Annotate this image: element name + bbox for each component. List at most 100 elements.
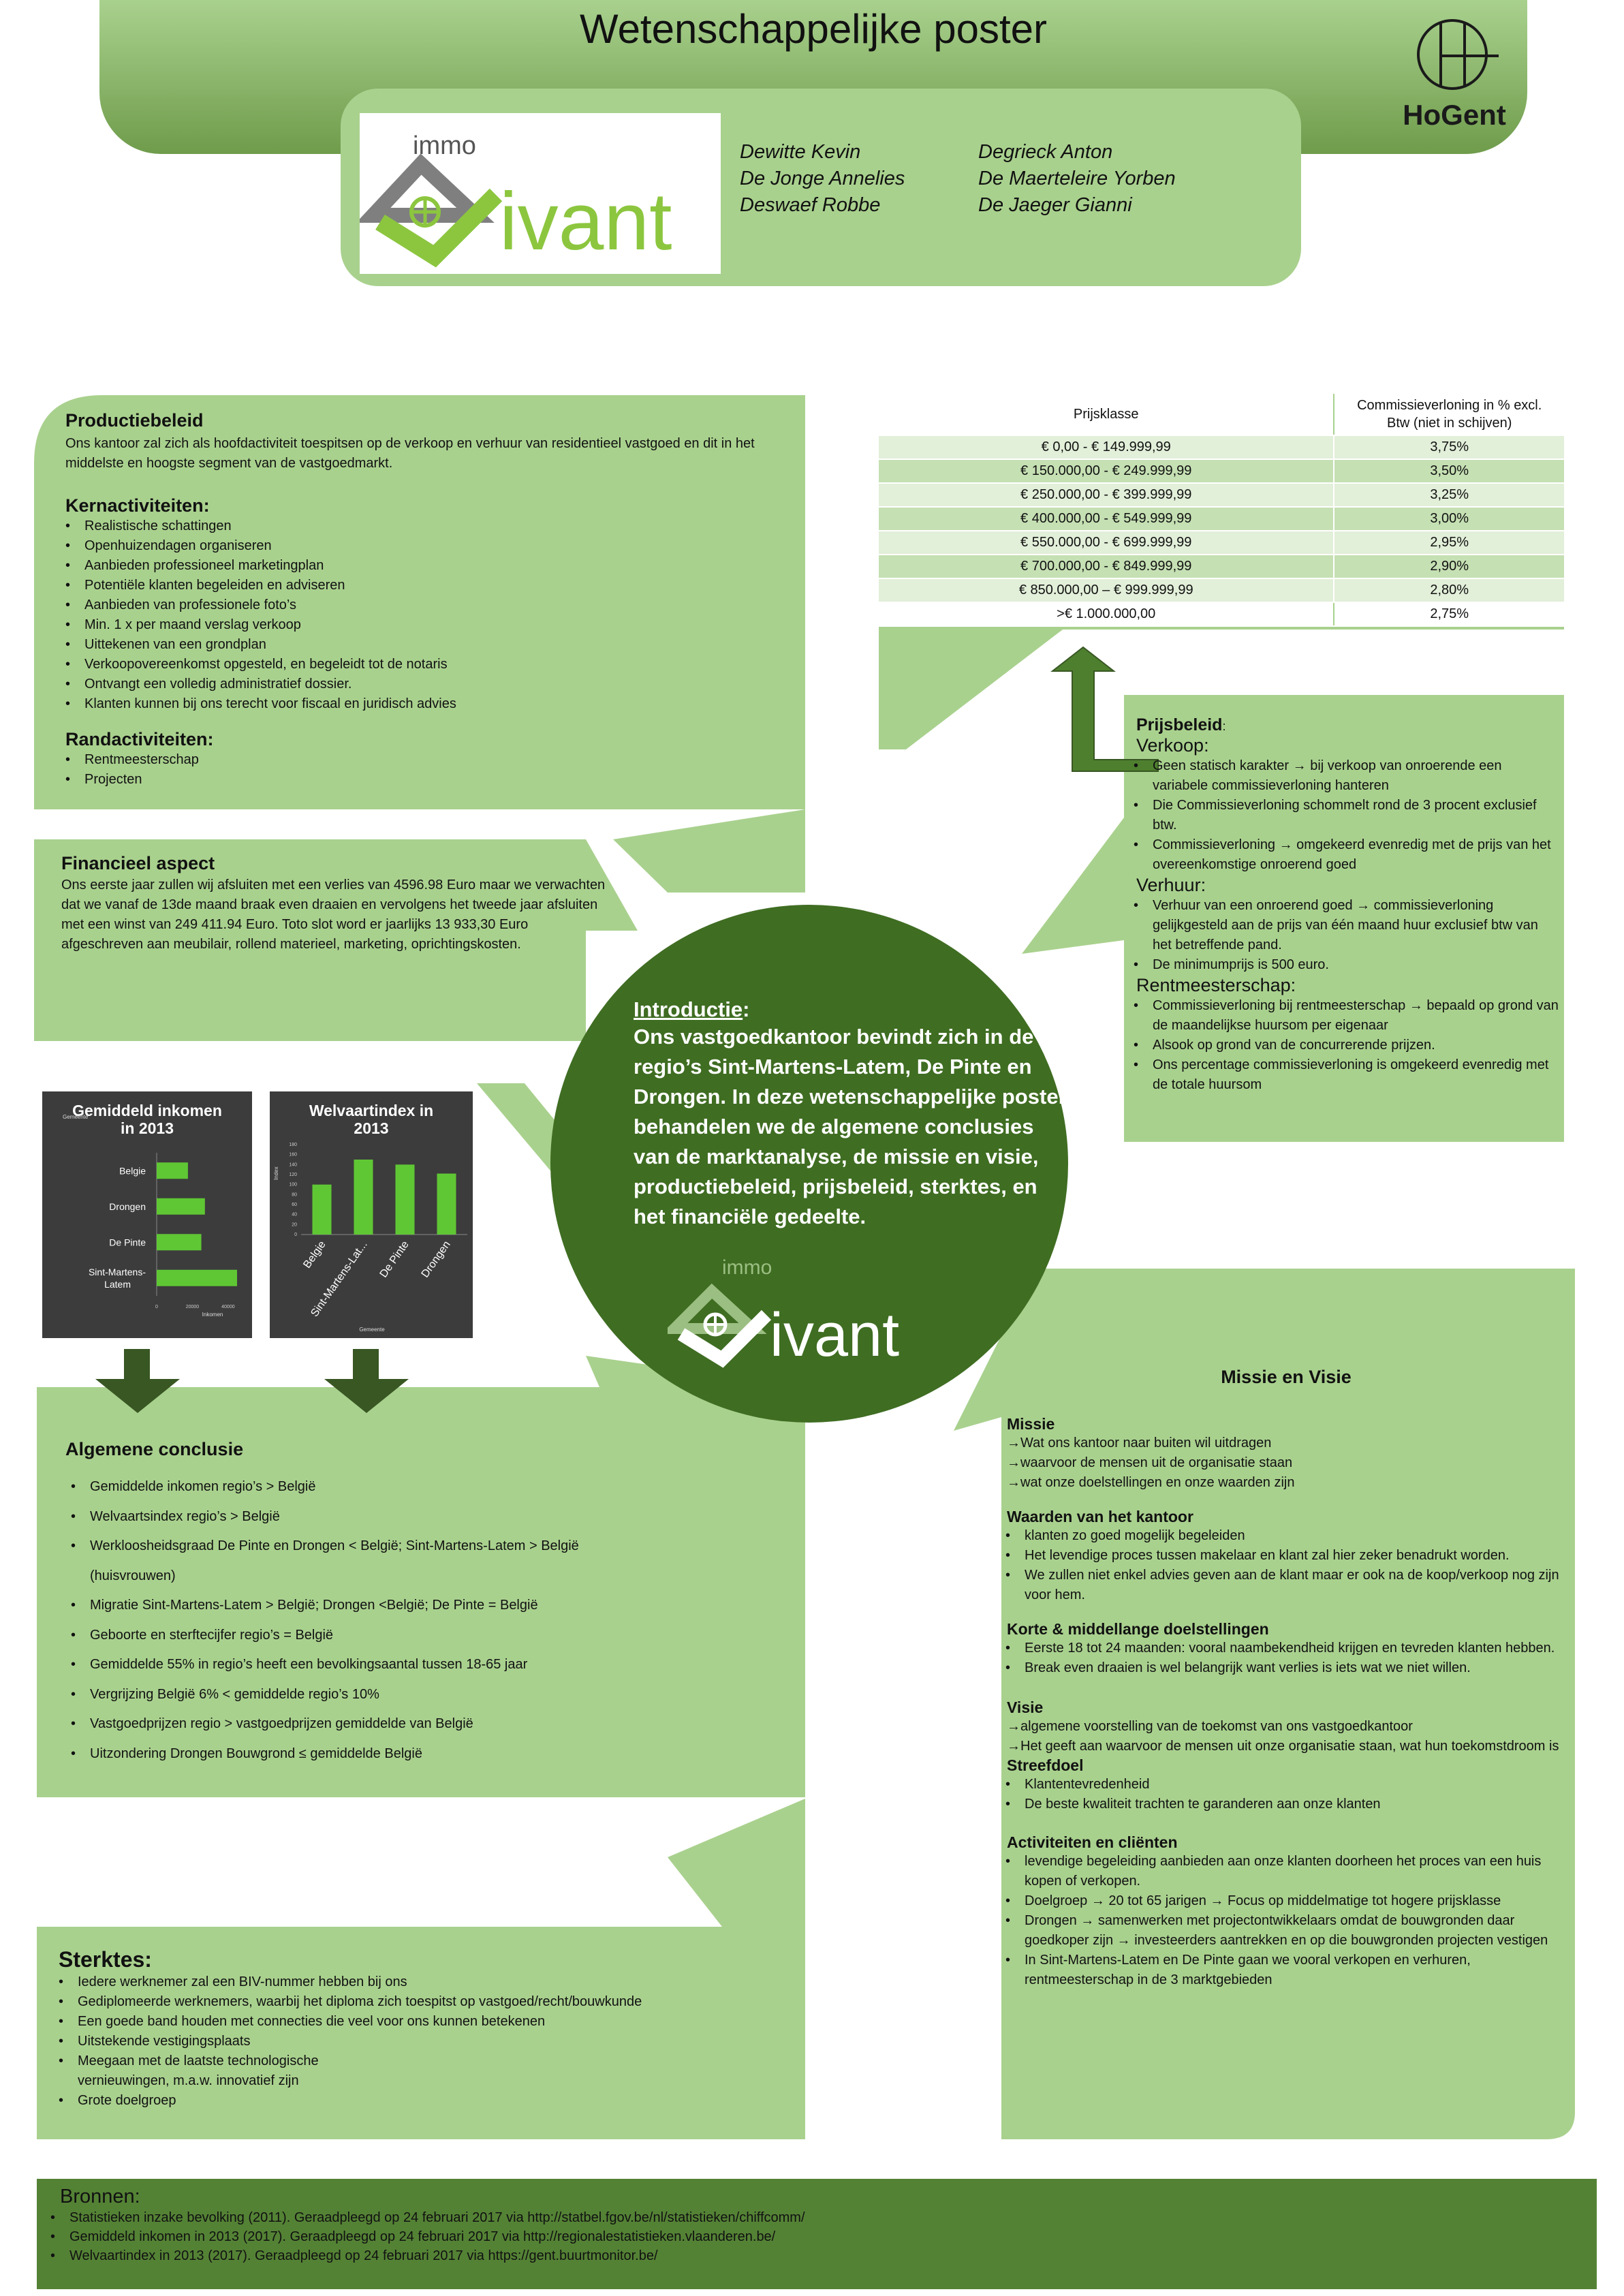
list-item: Vastgoedprijzen regio > vastgoedprijzen … <box>71 1709 787 1739</box>
chart-category-label: Sint-Martens- <box>89 1267 146 1277</box>
list-item: Geen statisch karakter → bij verkoop van… <box>1134 756 1559 796</box>
chart-bar <box>354 1160 373 1235</box>
list-item: De beste kwaliteit trachten te garandere… <box>1005 1795 1565 1814</box>
bronnen-list: Statistieken inzake bevolking (2011). Ge… <box>50 2208 1574 2265</box>
table-cell: € 0,00 - € 149.999,99 <box>879 435 1335 460</box>
list-item: Uittekenen van een grondplan <box>65 635 787 655</box>
list-item: Welvaartsindex regio’s > België <box>71 1502 787 1532</box>
list-item: Welvaartindex in 2013 (2017). Geraadplee… <box>50 2246 1574 2265</box>
table-cell: 2,75% <box>1334 602 1564 627</box>
chart-bar <box>312 1184 332 1235</box>
table-cell: € 700.000,00 - € 849.999,99 <box>879 555 1335 579</box>
chart-category-label: Belgie <box>119 1165 146 1176</box>
commission-table: Prijsklasse Commissieverloning in % excl… <box>879 394 1564 627</box>
productiebeleid-section: Productiebeleid Ons kantoor zal zich als… <box>65 410 787 790</box>
chart-title: in 2013 <box>121 1119 174 1137</box>
author: Dewitte Kevin <box>740 141 861 163</box>
list-item: Break even draaien is wel belangrijk wan… <box>1005 1658 1565 1678</box>
logo-immo-text: immo <box>413 131 476 160</box>
list-item: Vergrijzing België 6% < gemiddelde regio… <box>71 1680 787 1710</box>
list-item: Aanbieden professioneel marketingplan <box>65 556 787 576</box>
verhuur-heading: Verhuur: <box>1136 875 1206 895</box>
table-cell: 2,80% <box>1334 578 1564 603</box>
list-item: Openhuizendagen organiseren <box>65 536 787 556</box>
up-arrow-icon <box>1050 646 1159 772</box>
introductie-text: Ons vastgoedkantoor bevindt zich in de r… <box>634 1025 1067 1228</box>
list-item: Potentiële klanten begeleiden en adviser… <box>65 576 787 595</box>
chart-category-label: Drongen <box>420 1239 453 1280</box>
missie-heading: Missie <box>1007 1415 1055 1433</box>
list-item: Ontvangt een volledig administratief dos… <box>65 674 787 694</box>
inkomen-chart-svg: Gemiddeld inkomen in 2013 Gemeente Inkom… <box>63 1102 237 1318</box>
rentmeesterschap-heading: Rentmeesterschap: <box>1136 975 1296 995</box>
list-item: Migratie Sint-Martens-Latem > België; Dr… <box>71 1591 787 1621</box>
chart-tick-label: 60 <box>292 1203 297 1207</box>
list-item: Statistieken inzake bevolking (2011). Ge… <box>50 2208 1574 2227</box>
list-item: Aanbieden van professionele foto’s <box>65 595 787 615</box>
prijsbeleid-colon: : <box>1222 719 1226 733</box>
bronnen-footer: Bronnen: Statistieken inzake bevolking (… <box>37 2179 1597 2289</box>
list-item: waarvoor de mensen uit de organisatie st… <box>1007 1453 1565 1473</box>
list-item: Ons percentage commissieverloning is omg… <box>1134 1055 1559 1095</box>
list-item: wat onze doelstellingen en onze waarden … <box>1007 1473 1565 1493</box>
introductie-section: Introductie: Ons vastgoedkantoor bevindt… <box>634 997 1069 1232</box>
list-item: Commissieverloning bij rentmeesterschap … <box>1134 996 1559 1036</box>
visie-heading: Visie <box>1007 1698 1044 1716</box>
author: Degrieck Anton <box>978 141 1113 163</box>
randactiviteiten-list: Rentmeesterschap Projecten <box>65 750 787 790</box>
authors-left: Dewitte Kevin De Jonge Annelies Deswaef … <box>740 139 905 219</box>
chart-tick-label: 20 <box>292 1222 297 1227</box>
list-item: Projecten <box>65 770 787 790</box>
chart-tick-label: 120 <box>289 1173 297 1177</box>
table-cell: € 550.000,00 - € 699.999,99 <box>879 531 1335 555</box>
missie-list: Wat ons kantoor naar buiten wil uitdrage… <box>1007 1433 1565 1493</box>
sterktes-heading: Sterktes: <box>59 1947 152 1972</box>
introductie-title: Introductie <box>634 997 743 1021</box>
chart-category-label: Latem <box>104 1279 131 1290</box>
list-item: Uitzondering Drongen Bouwgrond ≤ gemidde… <box>71 1739 787 1769</box>
house-logo-icon: immo ivant <box>356 131 672 268</box>
table-cell: € 150.000,00 - € 249.999,99 <box>879 459 1335 484</box>
activiteiten-list: levendige begeleiding aanbieden aan onze… <box>1005 1852 1565 1990</box>
list-item: algemene voorstelling van de toekomst va… <box>1007 1717 1565 1737</box>
chart-bar <box>157 1269 237 1286</box>
list-item: Iedere werknemer zal een BIV-nummer hebb… <box>59 1972 794 1992</box>
prijsbeleid-heading: Prijsbeleid: <box>1136 715 1559 735</box>
house-logo-icon: immo ivant <box>661 1256 899 1369</box>
table-cell: € 400.000,00 - € 549.999,99 <box>879 507 1335 531</box>
list-item: Het levendige proces tussen makelaar en … <box>1005 1546 1565 1566</box>
table-cell: 3,50% <box>1334 459 1564 484</box>
list-item: Wat ons kantoor naar buiten wil uitdrage… <box>1007 1433 1565 1453</box>
table-header-line: Btw (niet in schijven) <box>1387 416 1512 431</box>
list-item: Drongen → samenwerken met projectontwikk… <box>1005 1911 1565 1951</box>
chart-xlabel: Inkomen <box>202 1312 223 1318</box>
list-item: Min. 1 x per maand verslag verkoop <box>65 615 787 635</box>
chart-title: Welvaartindex in <box>309 1102 433 1119</box>
chart-tick-label: 160 <box>289 1153 297 1158</box>
welvaart-chart-svg: Welvaartindex in 2013 Index Gemeente 020… <box>273 1102 467 1333</box>
author: De Maerteleire Yorben <box>978 168 1176 189</box>
conclusie-section: Algemene conclusie Gemiddelde inkomen re… <box>65 1439 787 1769</box>
productiebeleid-heading: Productiebeleid <box>65 410 204 431</box>
prijsbeleid-title: Prijsbeleid <box>1136 715 1223 734</box>
list-item: Gemiddeld inkomen in 2013 (2017). Geraad… <box>50 2227 1574 2246</box>
logo-immo-text: immo <box>722 1256 772 1279</box>
verkoop-heading: Verkoop: <box>1136 735 1209 756</box>
down-arrow-icon <box>324 1349 409 1413</box>
introductie-heading: Introductie: <box>634 997 1069 1022</box>
list-item: Gediplomeerde werknemers, waarbij het di… <box>59 1992 794 2012</box>
list-item: De minimumprijs is 500 euro. <box>1134 955 1559 975</box>
table-cell: € 250.000,00 - € 399.999,99 <box>879 483 1335 508</box>
chart-ylabel: Gemeente <box>63 1114 89 1120</box>
chart-tick-label: 100 <box>289 1183 297 1188</box>
list-item: (huisvrouwen) <box>90 1568 176 1583</box>
list-item: Een goede band houden met connecties die… <box>59 2012 794 2032</box>
waarden-heading: Waarden van het kantoor <box>1007 1508 1193 1525</box>
chart-gemiddeld-inkomen: Gemiddeld inkomen in 2013 Gemeente Inkom… <box>42 1091 252 1338</box>
list-item: In Sint-Martens-Latem en De Pinte gaan w… <box>1005 1951 1565 1990</box>
list-item: Verhuur van een onroerend goed → commiss… <box>1134 896 1559 955</box>
